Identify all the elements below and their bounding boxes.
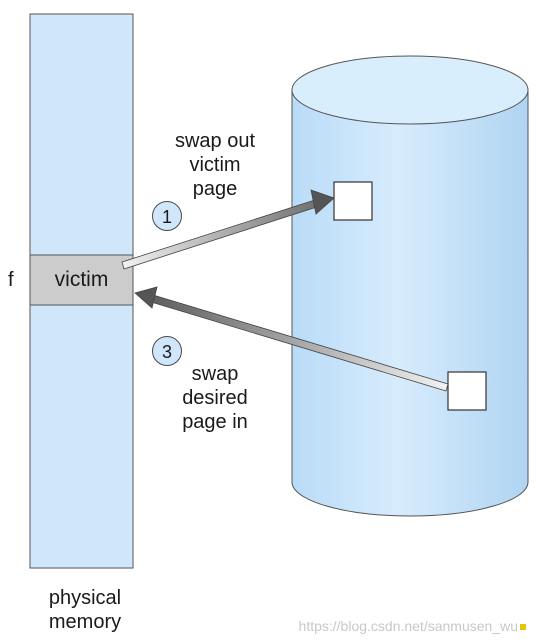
swap-in-arrow <box>134 286 449 392</box>
victim-frame <box>29 254 134 306</box>
physical-memory-line-2: memory <box>48 611 122 633</box>
step-1-badge: 1 <box>152 201 182 231</box>
watermark-text: https://blog.csdn.net/sanmusen_wu <box>298 618 518 634</box>
swap-in-line-2: desired <box>182 387 248 409</box>
desired-page-slot <box>447 371 487 411</box>
swap-out-arrow <box>121 189 335 270</box>
victim-label: victim <box>54 268 109 291</box>
step-3-badge: 3 <box>152 336 182 366</box>
swap-out-line-1: swap out <box>174 130 256 152</box>
watermark-dot-icon <box>520 624 526 631</box>
frame-label: f <box>8 269 14 291</box>
watermark: https://blog.csdn.net/sanmusen_wu <box>299 618 526 634</box>
swap-in-line-1: swap <box>191 363 239 385</box>
physical-memory-label: physical memory <box>20 586 150 634</box>
swap-in-line-3: page in <box>182 411 248 433</box>
swap-out-line-3: page <box>192 178 238 200</box>
swap-out-label: swap out victim page <box>150 129 280 201</box>
backing-store-disk <box>291 55 529 517</box>
swap-in-label: swap desired page in <box>160 362 270 434</box>
swap-out-line-2: victim <box>189 154 241 176</box>
physical-memory-line-1: physical <box>48 587 122 609</box>
swapped-out-page-slot <box>333 181 373 221</box>
